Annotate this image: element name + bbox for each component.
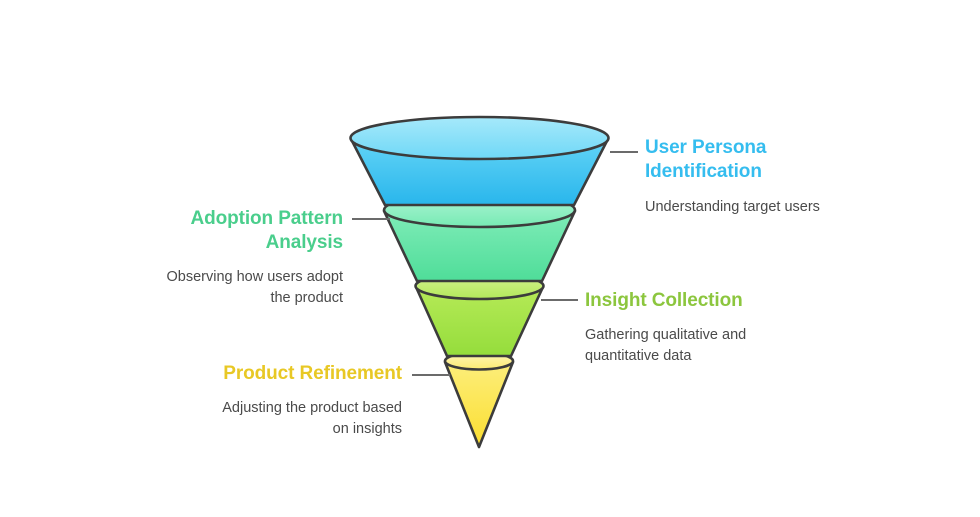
stage-title-user-persona: User Persona Identification xyxy=(645,137,767,182)
funnel-segment-user-persona[interactable] xyxy=(349,115,610,207)
stage-description-user-persona: Understanding target users xyxy=(645,199,820,215)
segment-body-4 xyxy=(443,360,515,449)
stage-title-adoption-pattern: Adoption Pattern Analysis xyxy=(190,208,344,253)
stage-label-insight-collection[interactable]: Insight Collection Gathering qualitative… xyxy=(585,289,835,367)
segment-rim-1 xyxy=(349,115,610,161)
funnel-segment-product-refinement[interactable] xyxy=(443,351,515,449)
stage-description-adoption-pattern: Observing how users adopt the product xyxy=(166,269,343,306)
stage-title-product-refinement: Product Refinement xyxy=(223,363,402,384)
stage-label-user-persona[interactable]: User Persona Identification Understandin… xyxy=(645,136,895,218)
stage-label-adoption-pattern[interactable]: Adoption Pattern Analysis Observing how … xyxy=(118,207,343,309)
stage-title-insight-collection: Insight Collection xyxy=(585,290,743,311)
stage-description-product-refinement: Adjusting the product based on insights xyxy=(222,400,402,437)
stage-label-product-refinement[interactable]: Product Refinement Adjusting the product… xyxy=(180,362,402,440)
funnel-segment-insight-collection[interactable] xyxy=(414,271,545,358)
stage-description-insight-collection: Gathering qualitative and quantitative d… xyxy=(585,327,747,364)
